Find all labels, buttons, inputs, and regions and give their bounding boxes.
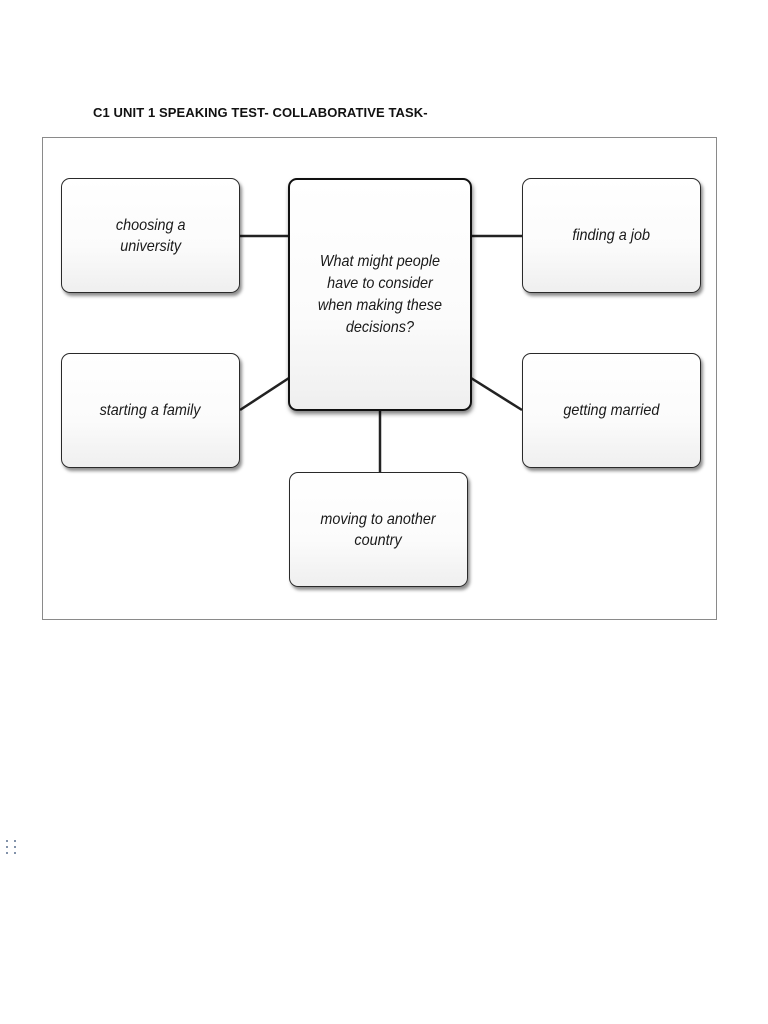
central-question-text: What might people have to consider when … — [317, 252, 443, 336]
central-question: What might people have to consider when … — [288, 178, 472, 411]
drag-dot — [6, 846, 8, 848]
drag-dot — [6, 840, 8, 842]
diagram-frame: choosing a university What might people … — [42, 137, 717, 620]
drag-dot — [14, 846, 16, 848]
connector-lines — [239, 234, 523, 472]
drag-dot — [14, 840, 16, 842]
drag-dot — [6, 852, 8, 854]
topic-label: choosing a university — [115, 216, 186, 255]
topic-getting-married: getting married — [522, 353, 701, 468]
drag-dot — [14, 852, 16, 854]
topic-choosing-university: choosing a university — [61, 178, 240, 293]
connector-getting-married — [470, 376, 523, 412]
drag-handle-icon[interactable] — [6, 840, 20, 860]
page-title: C1 UNIT 1 SPEAKING TEST- COLLABORATIVE T… — [93, 105, 428, 120]
topic-label: starting a family — [100, 402, 201, 419]
topic-label: finding a job — [572, 227, 651, 244]
connector-starting-family — [239, 376, 290, 412]
topic-moving-country: moving to another country — [289, 472, 468, 587]
topic-starting-family: starting a family — [61, 353, 240, 468]
topic-finding-job: finding a job — [522, 178, 701, 293]
topic-label: getting married — [563, 402, 660, 419]
topic-label: moving to another country — [320, 510, 437, 549]
